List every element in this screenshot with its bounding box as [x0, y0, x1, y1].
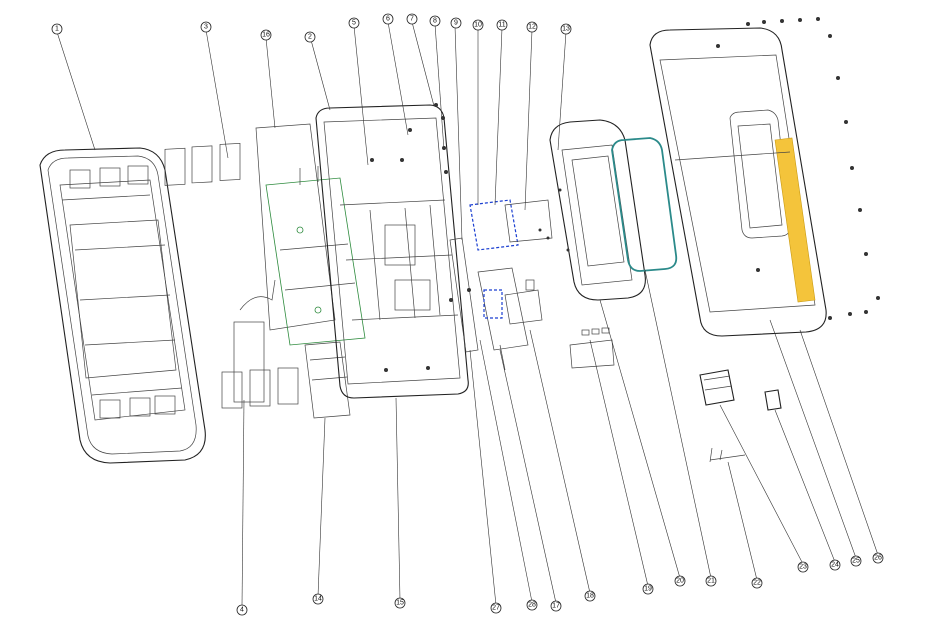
svg-text:10: 10 [474, 22, 482, 29]
pad-set-4 [221, 279, 299, 409]
callout-20: 20 [674, 575, 686, 587]
sub-board [467, 267, 543, 371]
callout-9: 9 [450, 17, 462, 29]
callout-22: 22 [751, 577, 763, 589]
svg-text:28: 28 [528, 602, 536, 609]
svg-text:16: 16 [262, 32, 270, 39]
spacers-19 [525, 279, 615, 369]
callout-19: 19 [642, 583, 654, 595]
svg-text:18: 18 [586, 593, 594, 600]
bracket-22 [709, 447, 746, 463]
callout-6: 6 [382, 13, 394, 25]
callout-18: 18 [584, 590, 596, 602]
rail [449, 237, 479, 353]
gasket [611, 137, 678, 272]
callout-11: 11 [496, 19, 508, 31]
svg-text:1: 1 [55, 26, 59, 33]
svg-text:12: 12 [528, 24, 536, 31]
pad-set-3 [164, 143, 241, 186]
svg-text:17: 17 [552, 603, 560, 610]
callout-4: 4 [236, 604, 248, 616]
callout-3: 3 [200, 21, 212, 33]
pcb-board [255, 123, 366, 346]
callout-24: 24 [829, 559, 841, 571]
callout-2: 2 [304, 31, 316, 43]
callout-10: 10 [472, 19, 484, 31]
inner-tray [549, 119, 646, 301]
callout-12: 12 [526, 21, 538, 33]
svg-text:20: 20 [676, 578, 684, 585]
svg-text:27: 27 [492, 605, 500, 612]
control-module [469, 199, 553, 251]
svg-text:11: 11 [498, 22, 505, 29]
svg-text:9: 9 [454, 20, 458, 27]
callout-23: 23 [797, 561, 809, 573]
svg-text:24: 24 [831, 562, 839, 569]
svg-text:8: 8 [433, 18, 437, 25]
callout-8: 8 [429, 15, 441, 27]
callout-13: 13 [560, 23, 572, 35]
callout-26: 26 [872, 552, 884, 564]
svg-text:3: 3 [204, 24, 208, 31]
svg-text:15: 15 [396, 600, 404, 607]
callout-14: 14 [312, 593, 324, 605]
callout-15: 15 [394, 597, 406, 609]
callout-17: 17 [550, 600, 562, 612]
svg-text:21: 21 [707, 578, 715, 585]
bottom-housing [39, 147, 206, 464]
svg-text:14: 14 [314, 596, 322, 603]
svg-text:7: 7 [410, 16, 414, 23]
callouts: 1 2 3 4 5 6 7 8 9 10 11 12 13 14 15 16 1… [51, 13, 884, 616]
svg-text:22: 22 [753, 580, 761, 587]
svg-text:13: 13 [562, 26, 570, 33]
svg-text:5: 5 [352, 20, 356, 27]
svg-text:23: 23 [799, 564, 807, 571]
top-cover [649, 27, 827, 337]
callout-28: 28 [526, 599, 538, 611]
cover-screws [746, 17, 880, 320]
connectors [699, 369, 782, 411]
callout-21: 21 [705, 575, 717, 587]
svg-text:6: 6 [386, 16, 390, 23]
callout-7: 7 [406, 13, 418, 25]
svg-text:26: 26 [874, 555, 882, 562]
svg-text:25: 25 [852, 558, 860, 565]
main-frame [315, 104, 469, 399]
svg-text:19: 19 [644, 586, 652, 593]
callout-1: 1 [51, 23, 63, 35]
leader-lines [56, 21, 879, 607]
svg-text:2: 2 [308, 34, 312, 41]
callout-25: 25 [850, 555, 862, 567]
callout-16: 16 [260, 29, 272, 41]
callout-5: 5 [348, 17, 360, 29]
callout-27: 27 [490, 602, 502, 614]
svg-text:4: 4 [240, 607, 244, 614]
bracket-14 [304, 341, 351, 419]
